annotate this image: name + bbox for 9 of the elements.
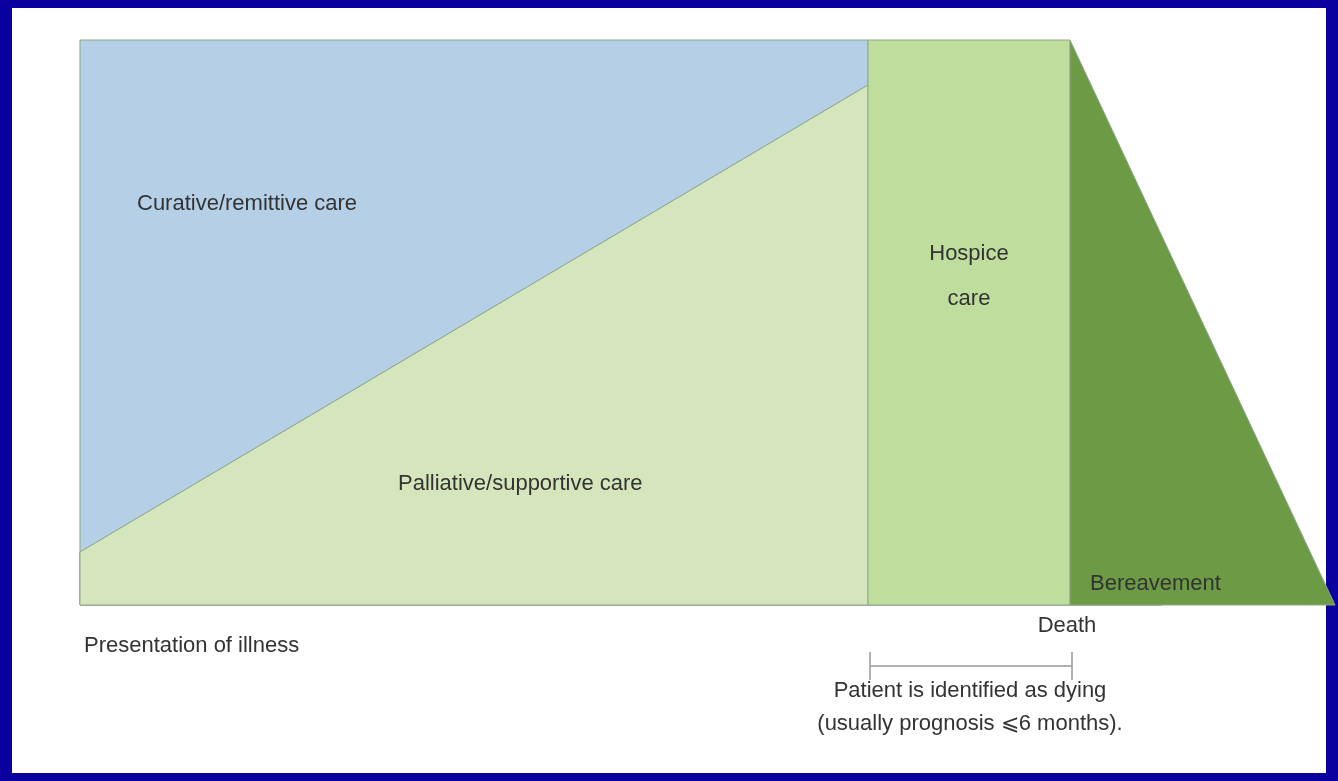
annotation-text: Patient is identified as dying (usually prognosis ⩽6 months).	[816, 676, 1124, 737]
region-label: Bereavement	[1090, 569, 1222, 597]
axis-label: Presentation of illness	[84, 631, 301, 659]
shaded-region	[868, 40, 1070, 605]
shaded-region	[1070, 40, 1335, 605]
region-label: Palliative/supportive care	[398, 469, 644, 497]
region-label: Curative/remittive care	[137, 189, 359, 217]
region-label: Hospice care	[928, 239, 1010, 312]
axis-label: Death	[1036, 611, 1098, 639]
